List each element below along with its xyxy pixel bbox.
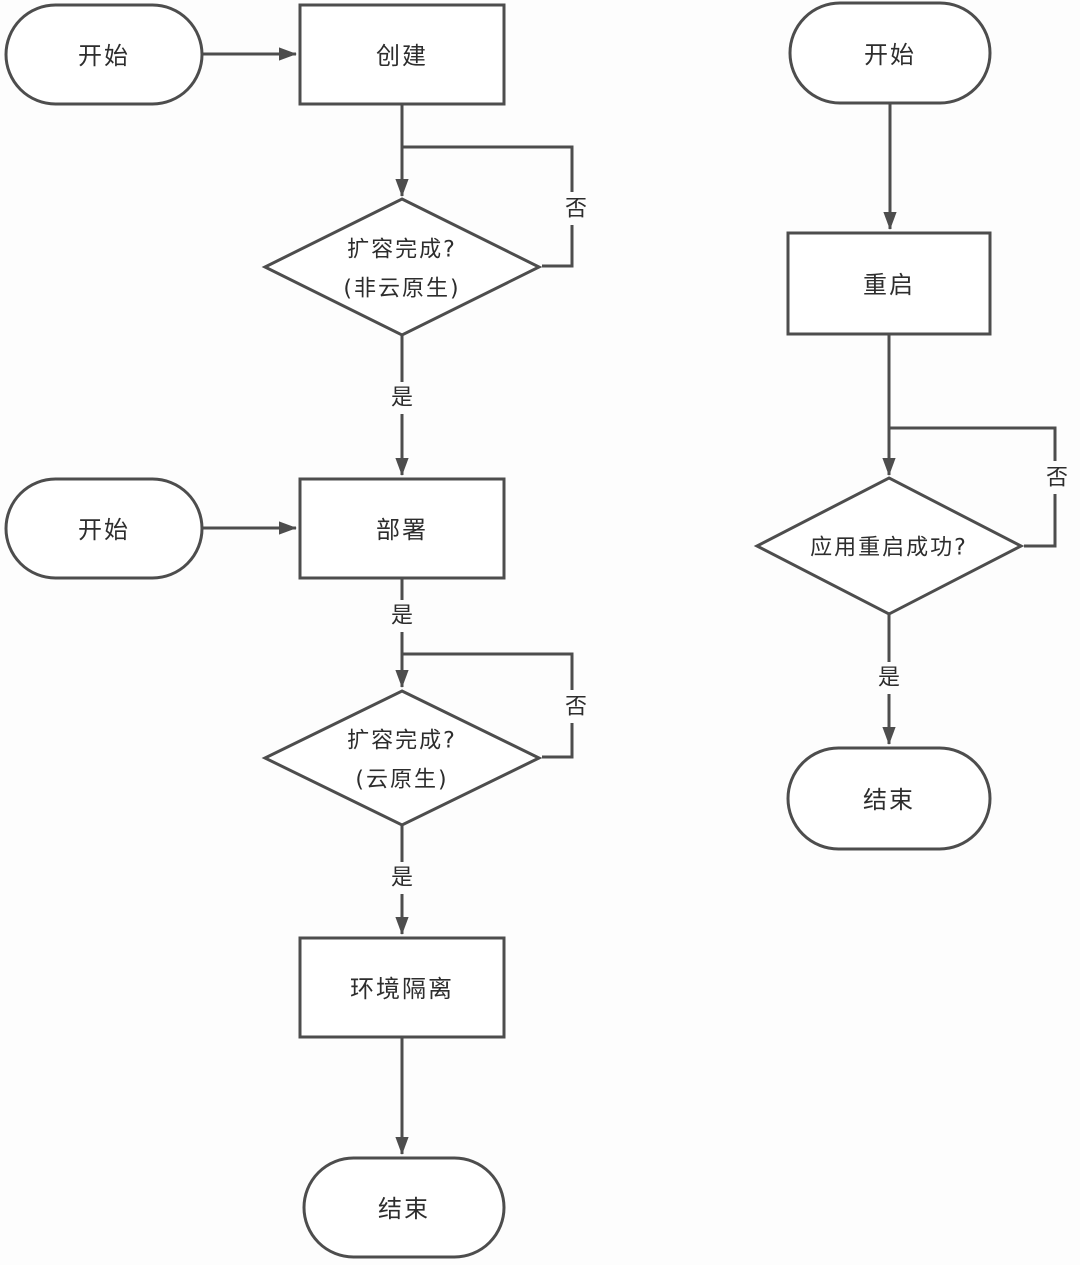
process-create (298, 3, 506, 106)
edge-label-yes-right: 是 (878, 666, 900, 691)
process-restart (786, 231, 992, 336)
decision-expand-noncloud (261, 197, 543, 337)
terminator-start-right (788, 1, 992, 105)
terminator-start-top (4, 3, 204, 106)
edge-label-no-2: 否 (565, 695, 587, 720)
process-deploy (298, 477, 506, 580)
terminator-end-right-label: 结束 (863, 786, 915, 814)
process-restart-label: 重启 (863, 271, 915, 299)
edge-label-yes-3: 是 (391, 866, 413, 891)
process-env-isolation (298, 936, 506, 1039)
terminator-end-right (786, 746, 992, 851)
edge-label-bg (873, 662, 905, 694)
decision-expand-noncloud-line2: (非云原生) (343, 277, 460, 302)
process-create-label: 创建 (376, 42, 428, 70)
edge-label-bg (556, 690, 594, 723)
terminator-start-top-label: 开始 (78, 42, 130, 70)
decision-expand-cloud (261, 689, 543, 827)
right-flowchart: 开始 重启 应用重启成功? 结束 否 是 (753, 1, 1075, 851)
edge-label-bg (386, 382, 418, 414)
edge-label-yes-1: 是 (391, 386, 413, 411)
decision-expand-noncloud-line1: 扩容完成? (347, 238, 457, 263)
decision-expand-cloud-line1: 扩容完成? (347, 729, 457, 754)
terminator-start-mid-label: 开始 (78, 516, 130, 544)
edge-label-no-right: 否 (1046, 466, 1068, 491)
edge-label-bg (1039, 461, 1075, 494)
terminator-start-mid (4, 477, 204, 580)
edge-label-bg (556, 192, 594, 225)
decision-restart-success (753, 476, 1025, 616)
edge-label-bg (386, 600, 418, 632)
process-env-isolation-label: 环境隔离 (350, 975, 454, 1003)
left-flowchart: 开始 创建 扩容完成? (非云原生) 开始 部署 扩容完成? (云原生) 环境隔… (4, 3, 594, 1259)
process-deploy-label: 部署 (376, 516, 428, 544)
terminator-start-right-label: 开始 (864, 41, 916, 69)
edge-label-no-1: 否 (565, 197, 587, 222)
decision-expand-cloud-line2: (云原生) (355, 768, 448, 793)
terminator-end-left (302, 1156, 506, 1259)
edge-label-yes-2: 是 (391, 604, 413, 629)
decision-restart-success-label: 应用重启成功? (810, 536, 968, 561)
edge-label-bg (386, 862, 418, 894)
terminator-end-left-label: 结束 (378, 1195, 430, 1223)
